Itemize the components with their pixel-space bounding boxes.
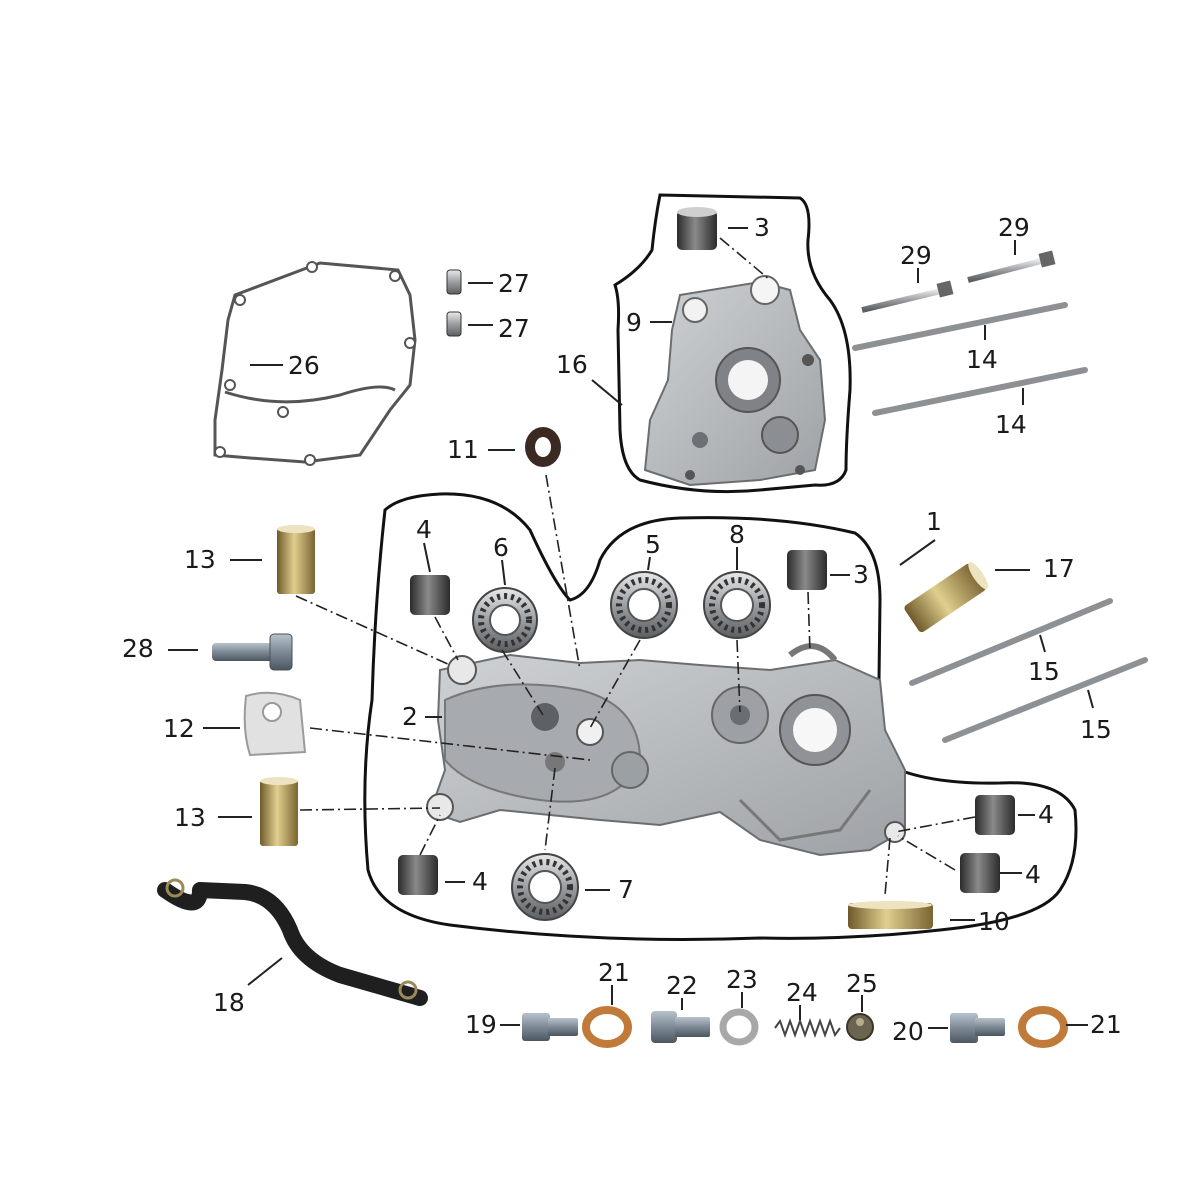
stud-15 — [909, 598, 1148, 743]
roller-bush-4 — [398, 575, 1015, 895]
label-part-21-a: 21 — [598, 958, 630, 987]
left-crankcase-2 — [426, 643, 906, 857]
washer-23 — [719, 1008, 759, 1046]
label-part-20: 20 — [892, 1017, 924, 1046]
drain-bolt-20 — [950, 1013, 1005, 1043]
stud-14 — [852, 302, 1088, 416]
label-part-18: 18 — [213, 988, 245, 1017]
label-part-17: 17 — [1043, 554, 1075, 583]
dowel-pin-27 — [446, 269, 462, 337]
label-part-16: 16 — [556, 350, 588, 379]
right-crankcase-9 — [643, 275, 827, 487]
group-outline-1 — [363, 492, 1078, 941]
label-part-19: 19 — [465, 1010, 497, 1039]
bolt-29 — [861, 250, 1056, 313]
label-part-15-a: 15 — [1028, 657, 1060, 686]
label-part-4-c: 4 — [1038, 800, 1054, 829]
spring-24 — [774, 1018, 841, 1038]
label-part-12: 12 — [163, 714, 195, 743]
label-part-4-d: 4 — [1025, 860, 1041, 889]
label-part-8: 8 — [729, 520, 745, 549]
label-part-27-a: 27 — [498, 269, 530, 298]
label-part-14-a: 14 — [966, 345, 998, 374]
bearing-5 — [610, 571, 678, 639]
roller-bush-3-top — [677, 207, 717, 250]
label-part-21-b: 21 — [1090, 1010, 1122, 1039]
label-part-1: 1 — [926, 507, 942, 536]
drain-bolt-19 — [522, 1013, 578, 1041]
plug-22 — [651, 1011, 710, 1043]
label-part-7: 7 — [618, 875, 634, 904]
bush-13 — [260, 525, 315, 846]
label-part-11: 11 — [447, 435, 479, 464]
label-part-28: 28 — [122, 634, 154, 663]
label-part-22: 22 — [666, 971, 698, 1000]
label-part-5: 5 — [645, 530, 661, 559]
bearing-6 — [472, 587, 538, 653]
label-part-23: 23 — [726, 965, 758, 994]
label-part-2: 2 — [402, 702, 418, 731]
pipe-10 — [848, 901, 933, 929]
label-part-10: 10 — [978, 907, 1010, 936]
label-part-13-a: 13 — [184, 545, 216, 574]
label-part-29-b: 29 — [998, 213, 1030, 242]
label-part-6: 6 — [493, 533, 509, 562]
plate-12 — [243, 691, 307, 757]
hose-18 — [157, 878, 428, 1006]
label-part-29-a: 29 — [900, 241, 932, 270]
part-labels: 1 2 3 3 4 4 4 4 5 6 7 8 9 10 11 12 13 13… — [122, 213, 1122, 1046]
label-part-9: 9 — [626, 308, 642, 337]
label-part-3-top: 3 — [754, 213, 770, 242]
roller-bush-3 — [787, 550, 827, 590]
gasket-26 — [213, 261, 417, 466]
label-part-24: 24 — [786, 978, 818, 1007]
assembly-lines — [295, 237, 976, 896]
label-part-13-b: 13 — [174, 803, 206, 832]
screen-filter-25 — [846, 1013, 874, 1041]
oil-seal-11 — [525, 427, 561, 467]
label-part-4-b: 4 — [472, 867, 488, 896]
bearing-8 — [703, 571, 771, 639]
bearing-7 — [511, 853, 579, 921]
label-part-4-a: 4 — [416, 515, 432, 544]
label-part-3: 3 — [853, 560, 869, 589]
group-outline-16 — [613, 193, 852, 494]
label-part-25: 25 — [846, 969, 878, 998]
pipe-17 — [904, 562, 989, 633]
washer-21 — [582, 1006, 1068, 1048]
label-part-26: 26 — [288, 351, 320, 380]
label-part-15-b: 15 — [1080, 715, 1112, 744]
leader-lines — [168, 227, 1094, 1029]
label-part-14-b: 14 — [995, 410, 1027, 439]
label-part-27-b: 27 — [498, 314, 530, 343]
bolt-28 — [212, 633, 293, 671]
